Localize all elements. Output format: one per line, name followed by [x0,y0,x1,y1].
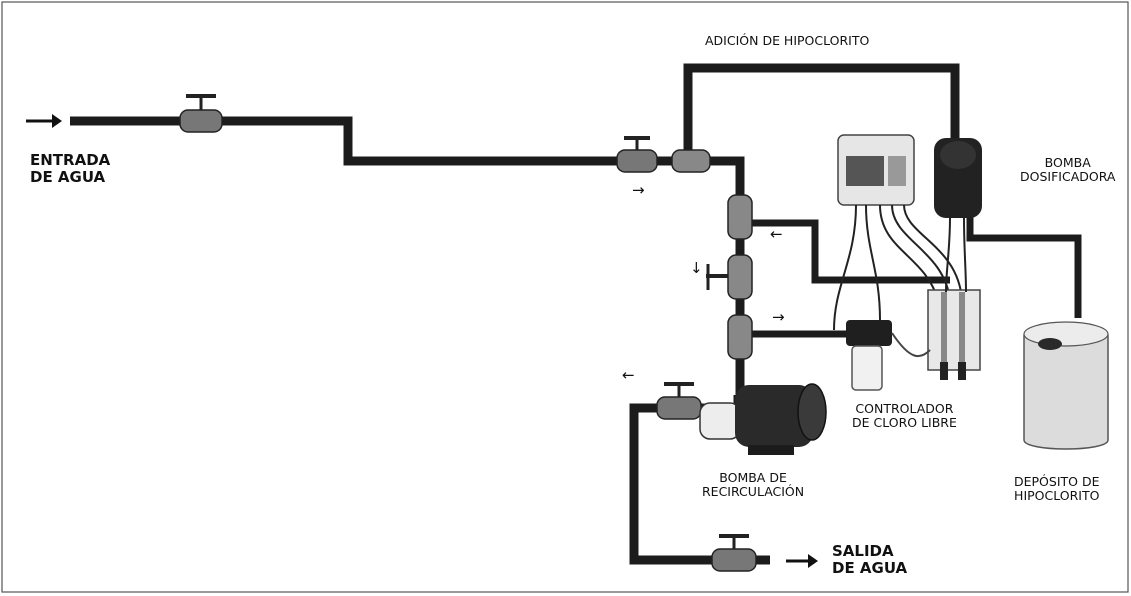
recirculation-pump-label: BOMBA DE RECIRCULACIÓN [702,470,805,500]
water-inlet-label-line1: ENTRADA [30,151,111,169]
water-outlet-label-line1: SALIDA [832,542,894,560]
sensor-manifold [927,289,981,380]
tee-fitting [671,149,711,173]
hypochlorite-addition-label: ADICIÓN DE HIPOCLORITO [705,33,870,48]
hypochlorite-tank-label-line1: DEPÓSITO DE [1014,474,1100,489]
dosing-pump [934,138,982,293]
dosing-pump-label: BOMBA DOSIFICADORA [1020,155,1116,185]
chlorine-controller-label-line2: DE CLORO LIBRE [852,415,957,431]
pre-filter [846,320,931,391]
loop-valve [616,136,658,173]
flow-arrow-down: ↓ [690,259,703,277]
water-inlet-label: ENTRADA DE AGUA [30,151,111,187]
dosing-pump-label-line1: BOMBA [1044,155,1091,170]
inlet-valve [179,94,223,133]
water-inlet-label-line2: DE AGUA [30,168,106,187]
hypochlorite-tank-label-line2: HIPOCLORITO [1014,488,1100,504]
recirculation-valve [656,382,702,420]
recirculation-pump [699,383,827,455]
inlet-arrow [26,114,62,128]
water-outlet-label-line2: DE AGUA [832,559,908,578]
recirculation-pump-label-line2: RECIRCULACIÓN [702,484,805,500]
water-outlet-label: SALIDA DE AGUA [832,542,908,578]
flow-arrow-return-loop: ← [770,225,783,243]
chlorine-controller-label: CONTROLADOR DE CLORO LIBRE [852,401,957,431]
hypochlorite-addition-pipe [683,63,960,161]
vertical-fittings [727,194,753,360]
flow-arrow-feed-loop: → [772,308,785,326]
outlet-arrow [786,554,818,568]
tank-supply-pipe [966,215,1082,318]
sample-loop-pipe [740,219,950,338]
flow-arrow-recirc: ← [622,366,635,384]
drain-valve [706,264,728,290]
dosing-pump-label-line2: DOSIFICADORA [1020,169,1116,185]
outlet-valve [711,534,757,572]
hypochlorite-tank [1023,321,1109,450]
chlorine-controller-label-line1: CONTROLADOR [855,401,954,416]
recirculation-pump-label-line1: BOMBA DE [719,470,787,485]
flow-arrow-into-loop: → [632,181,645,199]
hypochlorite-tank-label: DEPÓSITO DE HIPOCLORITO [1014,474,1100,504]
